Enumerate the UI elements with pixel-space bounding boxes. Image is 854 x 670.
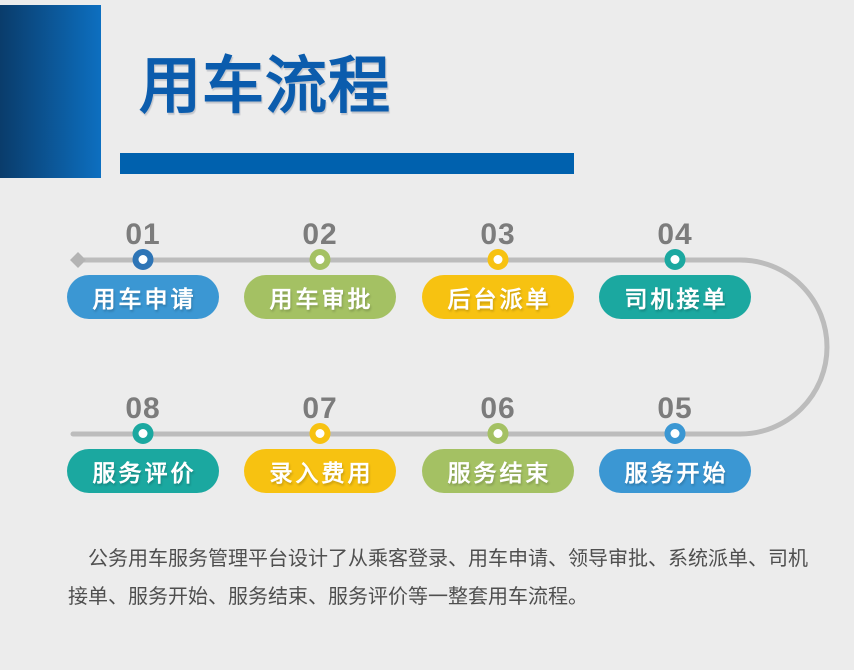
flow-step-01: 01 用车申请 [67, 218, 219, 328]
flow-step-02: 02 用车审批 [244, 218, 396, 328]
step-marker-dot [132, 249, 154, 270]
step-number: 04 [657, 218, 693, 251]
header-gradient-bar [0, 5, 101, 178]
flow-step-04: 04 司机接单 [599, 218, 751, 328]
step-number: 02 [302, 218, 338, 251]
step-number: 08 [125, 392, 161, 425]
header-accent-bar [120, 153, 574, 174]
page-title: 用车流程 [139, 52, 392, 121]
step-label: 服务结束 [447, 460, 552, 486]
flow-step-03: 03 后台派单 [422, 218, 574, 328]
step-marker-dot [487, 249, 509, 270]
step-number: 03 [480, 218, 516, 251]
step-number: 06 [480, 392, 516, 425]
flow-step-08: 08 服务评价 [67, 392, 219, 502]
step-marker-dot [664, 423, 686, 444]
step-label: 用车审批 [269, 286, 374, 312]
step-label: 服务开始 [624, 460, 729, 486]
step-pill: 服务结束 [422, 449, 574, 493]
step-label: 后台派单 [447, 286, 552, 312]
step-marker-dot [309, 423, 331, 444]
step-pill: 司机接单 [599, 275, 751, 319]
step-pill: 后台派单 [422, 275, 574, 319]
step-marker-dot [132, 423, 154, 444]
step-label: 用车申请 [92, 286, 197, 312]
step-number: 07 [302, 392, 338, 425]
step-pill: 录入费用 [244, 449, 396, 493]
step-pill: 用车申请 [67, 275, 219, 319]
step-label: 司机接单 [624, 286, 729, 312]
step-marker-dot [487, 423, 509, 444]
step-label: 录入费用 [269, 460, 374, 486]
flow-step-07: 07 录入费用 [244, 392, 396, 502]
description-paragraph: 公务用车服务管理平台设计了从乘客登录、用车申请、领导审批、系统派单、司机接单、服… [68, 548, 808, 608]
step-number: 01 [125, 218, 161, 251]
flow-step-06: 06 服务结束 [422, 392, 574, 502]
step-marker-dot [309, 249, 331, 270]
step-marker-dot [664, 249, 686, 270]
step-label: 服务评价 [92, 460, 197, 486]
step-number: 05 [657, 392, 693, 425]
step-pill: 服务开始 [599, 449, 751, 493]
step-pill: 用车审批 [244, 275, 396, 319]
flow-step-05: 05 服务开始 [599, 392, 751, 502]
step-pill: 服务评价 [67, 449, 219, 493]
